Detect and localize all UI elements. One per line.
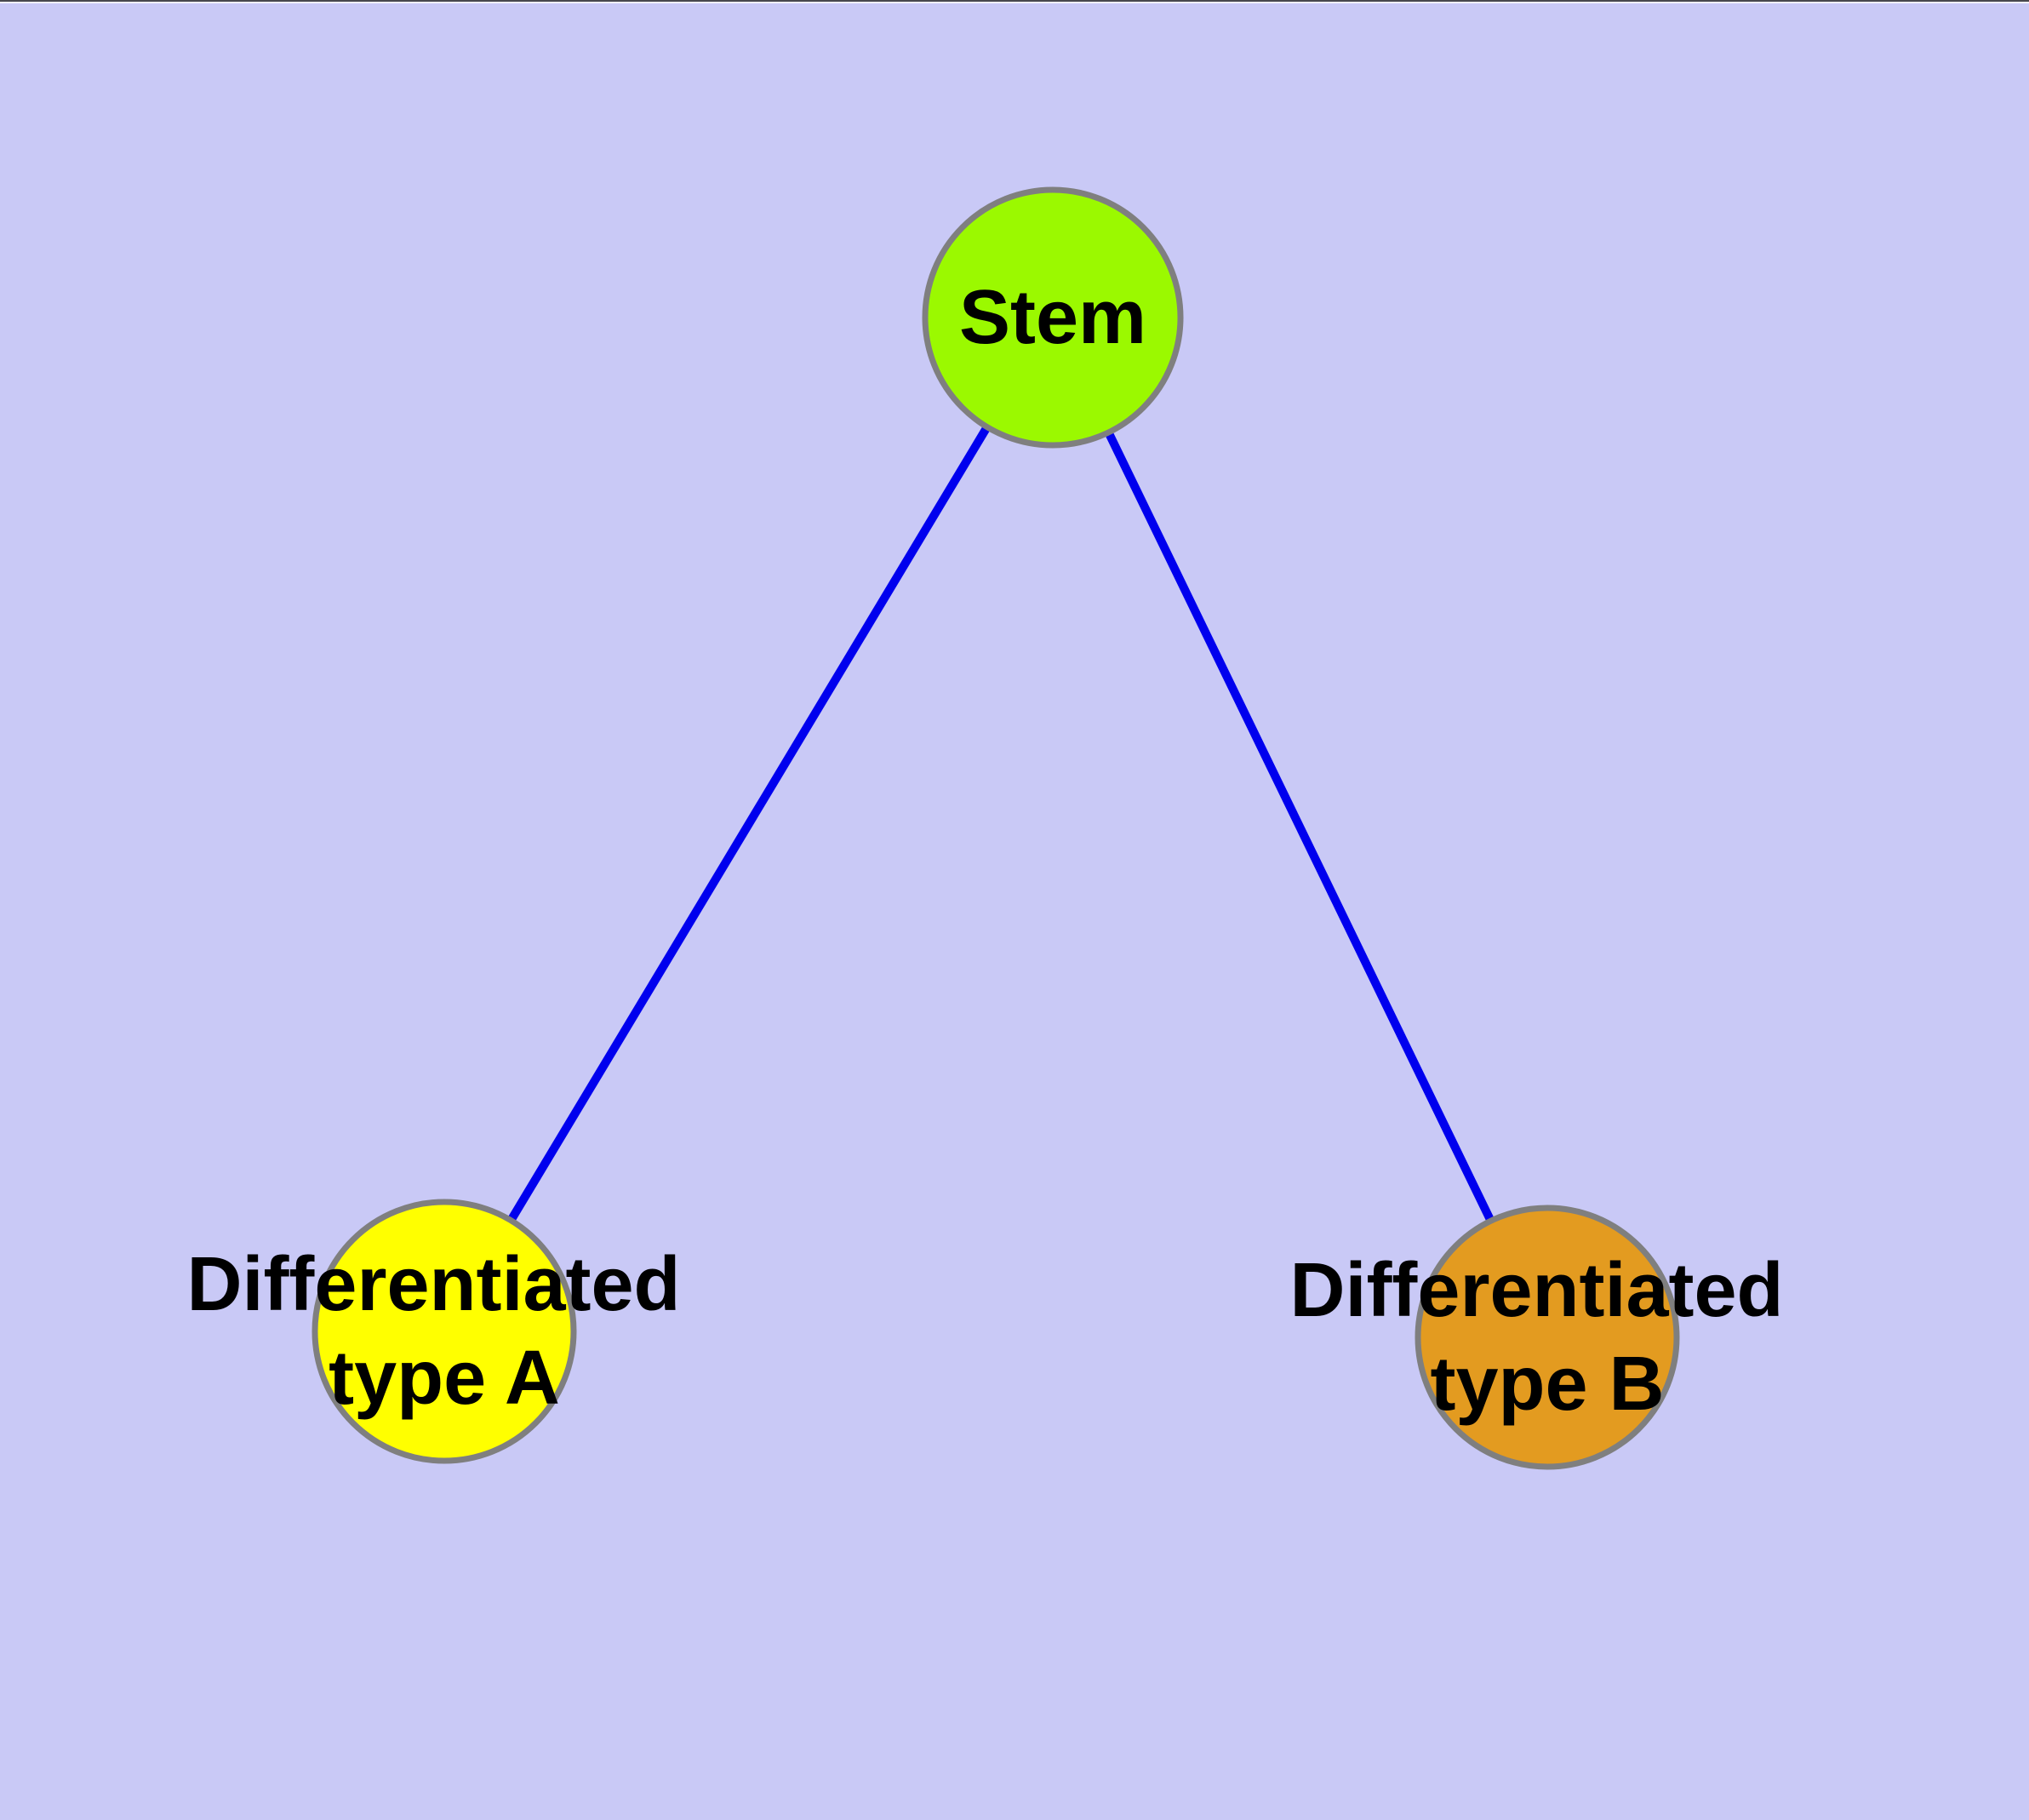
node-stem-label: Stem <box>959 275 1146 360</box>
node-stem: Stem <box>922 186 1184 449</box>
node-type-a-label-line-2: type A <box>329 1336 560 1421</box>
node-type-b-label-line-2: type B <box>1430 1342 1664 1427</box>
node-differentiated-type-b: Differentiated type B <box>1289 1205 1804 1470</box>
edge-stem-to-type-a <box>440 315 1057 1334</box>
node-type-a-circle <box>311 1199 577 1464</box>
node-type-a-label-line-1: Differentiated <box>186 1242 680 1327</box>
window-top-edge-light <box>0 2 2029 3</box>
node-type-b-circle <box>1415 1205 1680 1470</box>
node-type-b-label-line-1: Differentiated <box>1289 1248 1783 1333</box>
window-top-edge-dark <box>0 0 2029 2</box>
node-differentiated-type-a: Differentiated type A <box>186 1199 701 1464</box>
node-stem-circle <box>922 186 1184 449</box>
node-type-a-label: Differentiated type A <box>186 1242 701 1421</box>
edge-stem-to-type-b <box>1049 315 1552 1340</box>
node-type-b-label: Differentiated type B <box>1289 1248 1804 1427</box>
